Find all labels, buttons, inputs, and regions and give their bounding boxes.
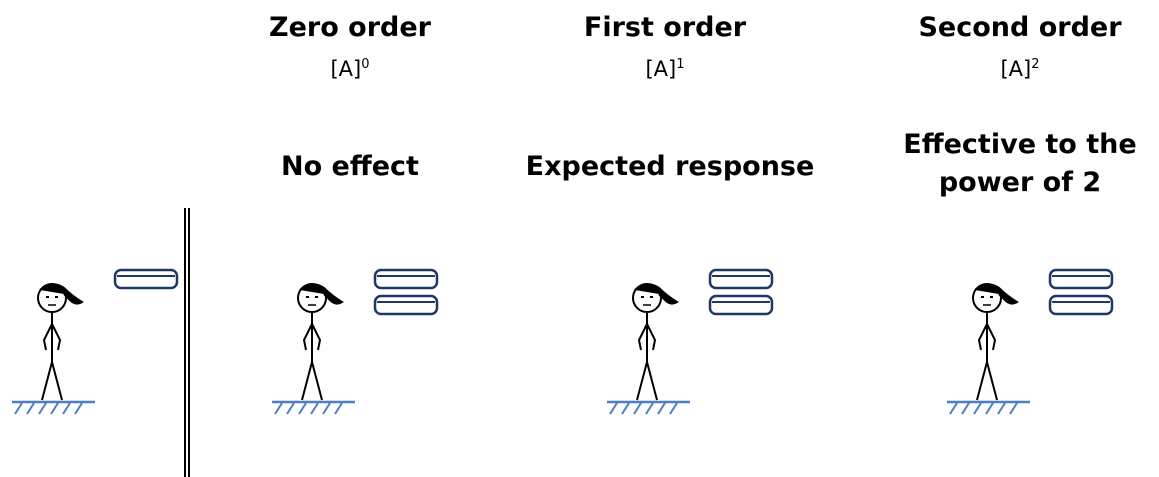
pill-body [373,294,439,316]
ponytail [634,283,679,305]
second-order-title: Second order [918,12,1122,43]
ground-hatch [633,402,642,415]
left-arm [42,323,53,351]
first-order-exponent: 1 [676,57,685,72]
pill-icon [373,294,439,316]
first-order-figure [595,262,795,442]
zero-order-figure-svg [272,268,439,415]
ponytail [299,283,344,305]
pill-body [708,294,774,316]
ground-hatch [985,402,994,415]
ground-hatch [961,402,970,415]
stick-figure [297,283,344,401]
reference-divider [184,208,190,477]
right-leg [311,361,323,401]
pill-icon [1048,294,1114,316]
ground-hatch [669,402,678,415]
second-order-effect: Effective to the power of 2 [895,126,1145,202]
zero-order-effect: No effect [281,151,419,182]
pill-body [1048,294,1114,316]
left-leg [41,361,53,401]
zero-order-title: Zero order [269,12,431,43]
second-order-exponent: 2 [1031,57,1040,72]
first-order-expression-base: [A] [645,57,677,81]
first-order-expression: [A]1 [560,58,770,80]
second-order-effect-line1: Effective to the [903,129,1137,160]
ground-hatch [973,402,982,415]
pill-icon [1048,268,1114,290]
left-leg [636,361,648,401]
ground [12,400,95,415]
stick-figure [632,283,679,401]
ground-hatch [14,402,23,415]
first-order-figure-svg [607,268,774,415]
ground-hatch [74,402,83,415]
left-leg [976,361,988,401]
pill-body [113,268,179,290]
ground-hatch [997,402,1006,415]
second-order-expression: [A]2 [905,58,1135,80]
reference-figure [0,262,200,442]
ground-hatch [310,402,319,415]
pill-icon [708,294,774,316]
pill-body [708,268,774,290]
ground-hatch [621,402,630,415]
ponytail [974,283,1019,305]
zero-order-expression-base: [A] [330,57,362,81]
left-arm [977,323,988,351]
pill-icon [708,268,774,290]
ground [607,400,690,415]
ground [947,400,1030,415]
left-arm [302,323,313,351]
ground-hatch [26,402,35,415]
second-order-effect-line2: power of 2 [938,167,1102,198]
ground-hatch [298,402,307,415]
right-leg [51,361,63,401]
stick-figure [972,283,1019,401]
right-arm [51,323,62,351]
ponytail [39,283,84,305]
ground-hatch [1009,402,1018,415]
right-arm [646,323,657,351]
second-order-figure [935,262,1135,442]
zero-order-figure [260,262,460,442]
second-order-figure-svg [947,268,1114,415]
pill-icon [373,268,439,290]
second-order-expression-base: [A] [1000,57,1032,81]
right-leg [986,361,998,401]
ground-hatch [334,402,343,415]
zero-order-expression: [A]0 [245,58,455,80]
left-leg [301,361,313,401]
ground-hatch [609,402,618,415]
ground-hatch [274,402,283,415]
ground-hatch [62,402,71,415]
ground-hatch [50,402,59,415]
ground-hatch [657,402,666,415]
ground-hatch [322,402,331,415]
ground-hatch [645,402,654,415]
reference-figure-svg [12,268,179,415]
ground-hatch [38,402,47,415]
ground-hatch [286,402,295,415]
pill-icon [113,268,179,290]
first-order-title: First order [583,12,747,43]
first-order-effect: Expected response [525,151,815,182]
pill-body [1048,268,1114,290]
right-arm [311,323,322,351]
right-leg [646,361,658,401]
zero-order-exponent: 0 [361,57,370,72]
ground [272,400,355,415]
left-arm [637,323,648,351]
right-arm [986,323,997,351]
ground-hatch [949,402,958,415]
stick-figure [37,283,84,401]
pill-body [373,268,439,290]
